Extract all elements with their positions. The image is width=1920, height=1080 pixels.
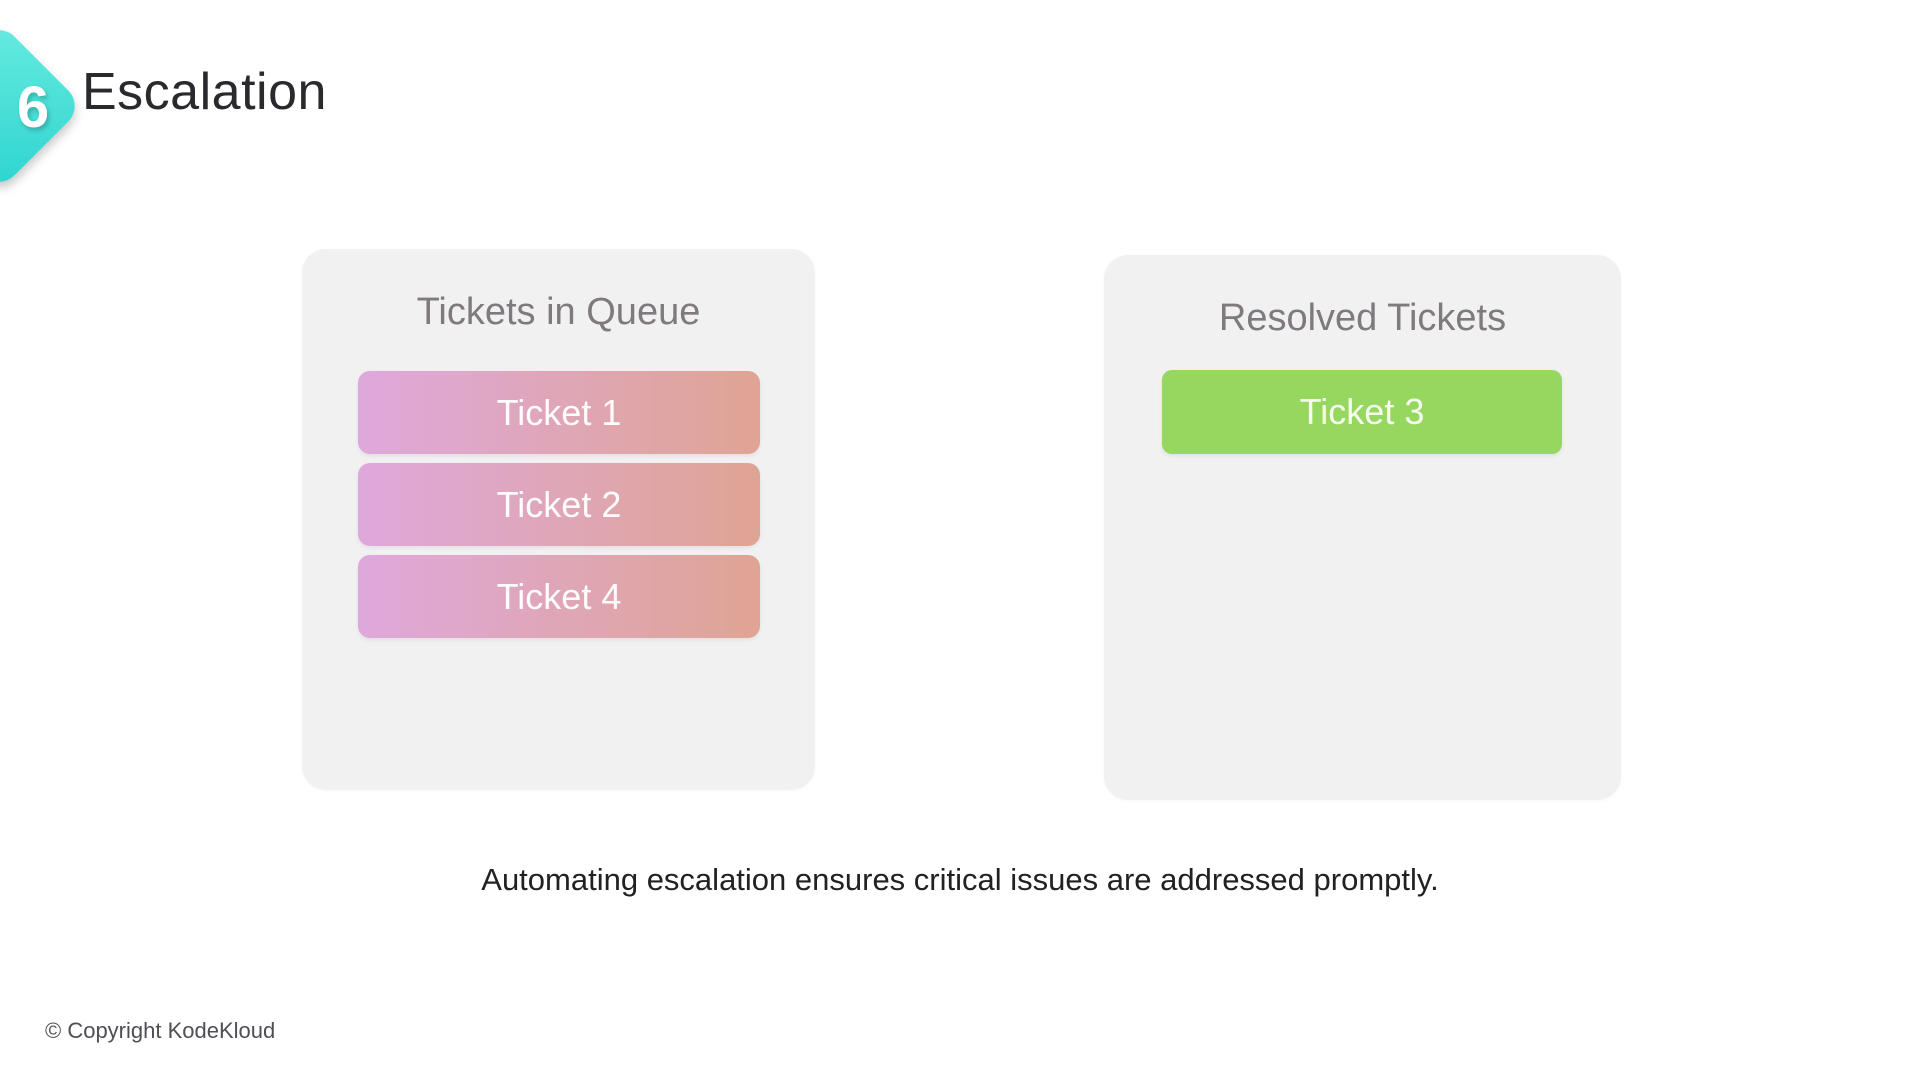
slide-caption: Automating escalation ensures critical i… <box>481 862 1439 897</box>
queue-ticket-list: Ticket 1 Ticket 2 Ticket 4 <box>358 371 760 647</box>
ticket-card-resolved: Ticket 3 <box>1162 370 1562 454</box>
page-title: Escalation <box>82 63 327 121</box>
queue-panel: Tickets in Queue Ticket 1 Ticket 2 Ticke… <box>302 249 815 790</box>
ticket-card: Ticket 4 <box>358 555 760 638</box>
resolved-ticket-list: Ticket 3 <box>1162 370 1562 463</box>
ticket-card: Ticket 1 <box>358 371 760 454</box>
queue-panel-title: Tickets in Queue <box>416 291 701 333</box>
ticket-card: Ticket 2 <box>358 463 760 546</box>
copyright-footer: © Copyright KodeKloud <box>45 1018 276 1043</box>
step-number: 6 <box>16 75 50 140</box>
resolved-panel: Resolved Tickets Ticket 3 <box>1104 255 1621 800</box>
resolved-panel-title: Resolved Tickets <box>1218 297 1507 339</box>
